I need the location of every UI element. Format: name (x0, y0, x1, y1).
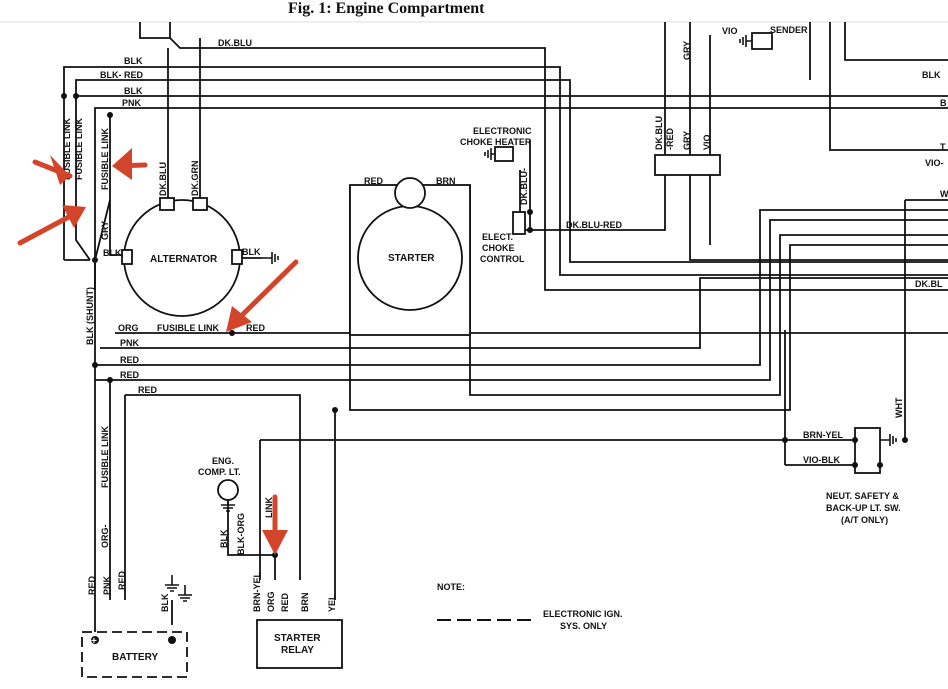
wire-label: GRY (682, 131, 692, 150)
note-label: NOTE: (437, 582, 465, 592)
wire-label: BRN-YEL (803, 430, 844, 440)
wire-label: BLK (219, 529, 229, 548)
wire-label: RED (120, 355, 140, 365)
wire-label: BRN (436, 176, 456, 186)
wire-label: DK.BLU (158, 162, 168, 196)
wire-label: DK.GRN (190, 161, 200, 197)
wire-label: BLK (242, 247, 261, 257)
figure-title: Fig. 1: Engine Compartment (288, 0, 485, 17)
wire-label: PNK (120, 338, 140, 348)
junction-dots (61, 93, 908, 558)
wire-label: FUSIBLE LINK (157, 323, 219, 333)
eng-comp-lt-label-2: COMP. LT. (198, 467, 241, 477)
choke-heater-label-2: CHOKE HEATER (460, 137, 532, 147)
choke-heater (494, 146, 514, 162)
wire-label: DK.BLU (218, 38, 252, 48)
connector-block (654, 154, 721, 176)
battery-plus: + (91, 636, 97, 647)
wire-label: YEL (327, 594, 337, 612)
neut-switch-label-3: (A/T ONLY) (841, 515, 888, 525)
wire-label: BLK-ORG (236, 513, 246, 555)
wire-label: PNK (122, 98, 142, 108)
choke-control (512, 211, 526, 235)
starter-relay (256, 619, 343, 669)
starter-relay-label-2: RELAY (281, 645, 314, 656)
battery-label: BATTERY (112, 652, 158, 663)
wire-label: PNK (102, 575, 112, 595)
wire-label: BLK (922, 70, 941, 80)
wire-label: RED (138, 385, 158, 395)
wire-label: VIO (702, 134, 712, 150)
sender-label: SENDER (770, 25, 808, 35)
wire-label: ORG (266, 591, 276, 612)
wire-label: GRY (682, 41, 692, 60)
wire-label: BLK- RED (100, 70, 143, 80)
starter-label: STARTER (388, 253, 435, 264)
wire-label: FUSIBLE LINK (100, 128, 110, 190)
wire-label: W (940, 189, 948, 199)
starter-solenoid (394, 177, 426, 209)
note-legend-1: ELECTRONIC IGN. (543, 609, 623, 619)
wire-label: ORG- (100, 524, 110, 548)
wire-label: VIO- (925, 158, 944, 168)
wire-label: RED (246, 323, 266, 333)
wire-label: RED (120, 370, 140, 380)
wire-label: VIO (722, 26, 738, 36)
wire-label: T (940, 142, 946, 152)
ground-icon (165, 35, 897, 602)
eng-comp-lamp (217, 479, 239, 501)
wire-label: LINK (264, 497, 274, 518)
wire-label: DK.BLU-RED (566, 220, 622, 230)
wire-label: WHT (894, 397, 904, 418)
wire-labels: DK.BLU BLK BLK- RED BLK PNK ORG FUSIBLE … (62, 26, 948, 612)
wire-label: VIO-BLK (803, 455, 840, 465)
wire-label: DK.BLU (654, 116, 664, 150)
wire-label: FUSIBLE LINK (74, 118, 84, 180)
wire-label: B (940, 98, 947, 108)
note-legend-2: SYS. ONLY (560, 621, 607, 631)
eng-comp-lt-label-1: ENG. (212, 456, 234, 466)
wire-label: DK.BL (915, 279, 943, 289)
sender (751, 32, 773, 50)
wire-label: BLK (103, 248, 122, 258)
wire-label: -RED (665, 128, 675, 150)
wire-label: FUSIBLE LINK (100, 426, 110, 488)
wire-label: DK.BLU- (519, 168, 529, 205)
annotation-arrows (17, 148, 299, 555)
wire-label: BLK (124, 86, 143, 96)
wire-label: BRN (300, 593, 310, 613)
neut-switch-label-1: NEUT. SAFETY & (826, 491, 899, 501)
wire-label: BLK (124, 56, 143, 66)
choke-control-label-3: CONTROL (480, 254, 525, 264)
wire-label: RED (87, 575, 97, 595)
wire-label: BRN-YEL (252, 571, 262, 612)
alternator-label: ALTERNATOR (150, 254, 218, 265)
wire-label: RED (364, 176, 384, 186)
neutral-safety-switch (854, 427, 881, 474)
wire-label: ORG (118, 323, 139, 333)
choke-control-label-1: ELECT. (482, 232, 513, 242)
wire-label: BLK (160, 593, 170, 612)
choke-heater-label-1: ELECTRONIC (473, 126, 532, 136)
wire-label: FUSIBLE LINK (62, 118, 72, 180)
choke-control-label-2: CHOKE (482, 243, 515, 253)
starter-relay-label-1: STARTER (274, 633, 321, 644)
neut-switch-label-2: BACK-UP LT. SW. (826, 503, 901, 513)
wire-label: RED (117, 570, 127, 590)
wire-label: RED (280, 592, 290, 612)
wire-label: GRY (100, 221, 110, 240)
wire-label: BLK (SHUNT) (85, 287, 95, 345)
